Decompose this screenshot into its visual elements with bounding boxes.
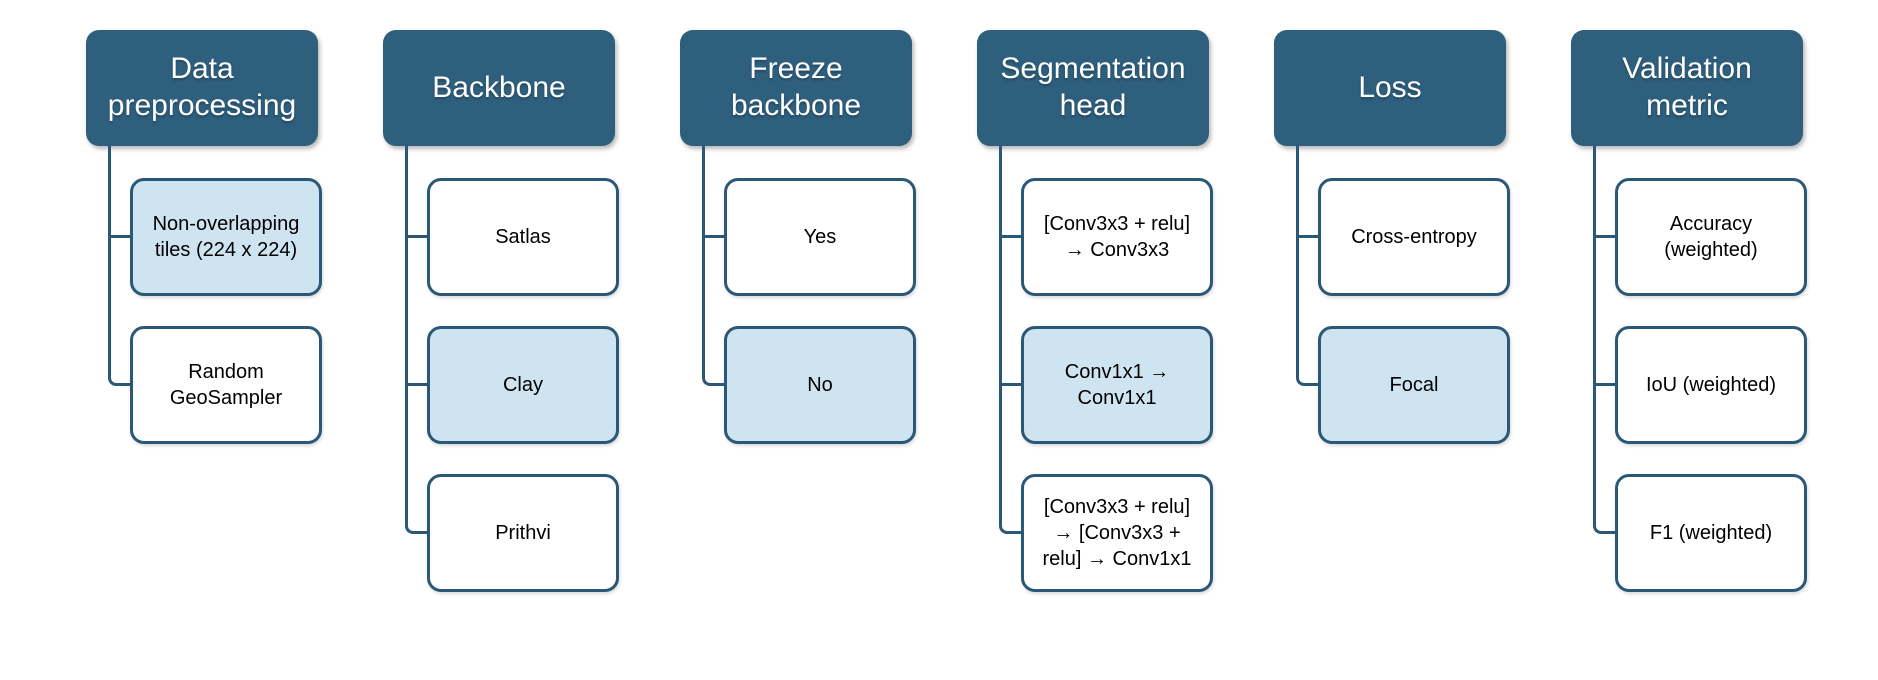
column-header-validation-metric: Validation metric	[1571, 30, 1803, 146]
connector-tick	[702, 235, 724, 238]
option-box-prithvi: Prithvi	[427, 474, 619, 592]
connector-trunk	[999, 146, 1021, 534]
column-segmentation-head: Segmentation head [Conv3x3 + relu] → Con…	[977, 0, 1217, 680]
option-box-yes: Yes	[724, 178, 916, 296]
option-box-random-geosampler: Random GeoSampler	[130, 326, 322, 444]
connector-tick	[1296, 235, 1318, 238]
option-box-non-overlapping-tiles: Non-overlapping tiles (224 x 224)	[130, 178, 322, 296]
option-box-conv3x3-relu-conv3x3-relu-conv1x1: [Conv3x3 + relu] → [Conv3x3 + relu] → Co…	[1021, 474, 1213, 592]
connector-tick	[1593, 383, 1615, 386]
connector-tick	[405, 383, 427, 386]
option-box-satlas: Satlas	[427, 178, 619, 296]
connector-tick	[1593, 235, 1615, 238]
column-header-loss: Loss	[1274, 30, 1506, 146]
option-box-no: No	[724, 326, 916, 444]
column-header-freeze-backbone: Freeze backbone	[680, 30, 912, 146]
column-header-segmentation-head: Segmentation head	[977, 30, 1209, 146]
option-box-conv1x1-conv1x1: Conv1x1 → Conv1x1	[1021, 326, 1213, 444]
option-box-focal: Focal	[1318, 326, 1510, 444]
option-box-iou-weighted: IoU (weighted)	[1615, 326, 1807, 444]
option-box-clay: Clay	[427, 326, 619, 444]
option-box-cross-entropy: Cross-entropy	[1318, 178, 1510, 296]
option-box-f1-weighted: F1 (weighted)	[1615, 474, 1807, 592]
option-box-accuracy-weighted: Accuracy (weighted)	[1615, 178, 1807, 296]
column-freeze-backbone: Freeze backbone Yes No	[680, 0, 920, 680]
connector-tick	[405, 235, 427, 238]
column-backbone: Backbone Satlas Clay Prithvi	[383, 0, 623, 680]
connector-trunk	[108, 146, 130, 386]
column-data-preprocessing: Data preprocessing Non-overlapping tiles…	[86, 0, 326, 680]
column-header-backbone: Backbone	[383, 30, 615, 146]
connector-tick	[999, 235, 1021, 238]
connector-trunk	[1593, 146, 1615, 534]
column-loss: Loss Cross-entropy Focal	[1274, 0, 1514, 680]
connector-trunk	[405, 146, 427, 534]
connector-trunk	[702, 146, 724, 386]
option-box-conv3x3-relu-conv3x3: [Conv3x3 + relu] → Conv3x3	[1021, 178, 1213, 296]
connector-tick	[999, 383, 1021, 386]
column-validation-metric: Validation metric Accuracy (weighted) Io…	[1571, 0, 1811, 680]
connector-trunk	[1296, 146, 1318, 386]
connector-tick	[108, 235, 130, 238]
column-header-data-preprocessing: Data preprocessing	[86, 30, 318, 146]
